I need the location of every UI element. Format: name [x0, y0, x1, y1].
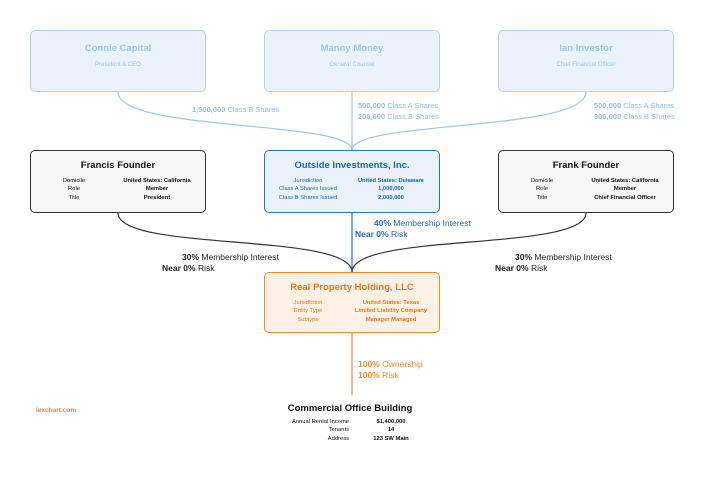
francis-founder-box[interactable]: Francis Founder Domicile United States: C… [30, 150, 206, 213]
entity-role: Chief Financial Officer [556, 62, 616, 68]
francis-details: Domicile United States: California Role Me… [35, 177, 201, 203]
detail-value: Member [613, 186, 637, 192]
francis-to-property-line [117, 212, 353, 273]
detail-key: Jurisdiction [293, 299, 323, 306]
francis-interest-label: 30% Membership Interest Near 0% Risk [162, 252, 279, 273]
detail-value: 1,000,000 [378, 186, 404, 192]
real-property-holding-box[interactable]: Real Property Holding, LLC Jurisdiction U… [264, 272, 440, 333]
ownership-label: 100% Ownership 100% Risk [358, 359, 423, 380]
detail-key: Tenants [328, 427, 349, 433]
detail-key: Role [68, 186, 80, 192]
entity-role: General Counsel [329, 62, 375, 68]
detail-key: Jurisdiction [293, 177, 323, 184]
ian-share-label: 500,000 Class A Shares 300,000 Class B S… [594, 101, 675, 121]
building-title: Commercial Office Building [287, 403, 413, 414]
detail-value: President [143, 194, 171, 201]
entity-name: Connie Capital [84, 43, 152, 54]
entity-role: President & CEO [95, 62, 141, 68]
frank-interest-label: 30% Membership Interest Near 0% Risk [495, 252, 612, 273]
connie-capital-box[interactable]: Connie Capital President & CEO [30, 30, 206, 92]
ian-investor-box[interactable]: Ian Investor Chief Financial Officer [498, 30, 674, 92]
detail-value: 123 SW Main [373, 435, 409, 442]
detail-key: Entity Type [293, 308, 323, 314]
detail-value: Member [145, 186, 169, 192]
detail-value: Limited Liability Company [354, 308, 428, 314]
outside-investments-box[interactable]: Outside Investments, Inc. Jurisdiction Un… [264, 150, 440, 213]
detail-key: Title [536, 194, 548, 201]
entity-name: Outside Investments, Inc. [294, 160, 410, 171]
detail-value: United States: Delaware [357, 177, 425, 184]
building-details: Annual Rental Income $1,400,000 Tenants 14… [275, 418, 425, 444]
detail-key: Domicile [530, 177, 554, 184]
detail-key: Class B Shares Issued [278, 194, 338, 201]
brand-link[interactable]: lexchart.com [36, 407, 77, 414]
detail-value: 2,000,000 [378, 194, 404, 201]
connie-to-outside-line [117, 91, 353, 151]
detail-value: $1,400,000 [376, 418, 406, 425]
entity-name: Ian Investor [559, 43, 613, 54]
frank-to-property-line [351, 212, 587, 273]
manny-money-box[interactable]: Manny Money General Counsel [264, 30, 440, 92]
entity-name: Frank Founder [552, 160, 620, 171]
detail-value: Manager Managed [365, 316, 417, 323]
detail-key: Annual Rental Income [291, 418, 349, 425]
detail-value: United States: California [123, 177, 191, 184]
entity-name: Real Property Holding, LLC [290, 282, 414, 293]
entity-name: Manny Money [320, 43, 384, 54]
property-details: Jurisdiction United States: Texas Entity … [269, 299, 435, 325]
detail-value: United States: California [591, 177, 659, 184]
connie-share-label: 1,500,000 Class B Shares [192, 105, 280, 114]
outside-details: Jurisdiction United States: Delaware Clas… [269, 177, 435, 203]
outside-interest-label: 40% Membership Interest Near 0% Risk [355, 218, 471, 239]
detail-key: Class A Shares Issued [279, 186, 337, 192]
detail-key: Subtype [297, 316, 319, 323]
detail-value: 14 [387, 427, 395, 433]
manny-share-label: 500,000 Class A Shares 200,000 Class B S… [358, 101, 439, 121]
detail-key: Domicile [62, 177, 86, 184]
ian-to-outside-line [351, 91, 587, 151]
detail-key: Address [327, 435, 349, 442]
frank-details: Domicile United States: California Role Me… [503, 177, 669, 203]
detail-key: Title [68, 194, 80, 201]
entity-name: Francis Founder [80, 160, 156, 171]
detail-value: Chief Financial Officer [594, 194, 656, 201]
detail-key: Role [536, 186, 548, 192]
commercial-office-building[interactable]: Commercial Office Building Annual Rental… [250, 403, 450, 444]
detail-value: United States: Texas [362, 299, 420, 306]
frank-founder-box[interactable]: Frank Founder Domicile United States: Cal… [498, 150, 674, 213]
